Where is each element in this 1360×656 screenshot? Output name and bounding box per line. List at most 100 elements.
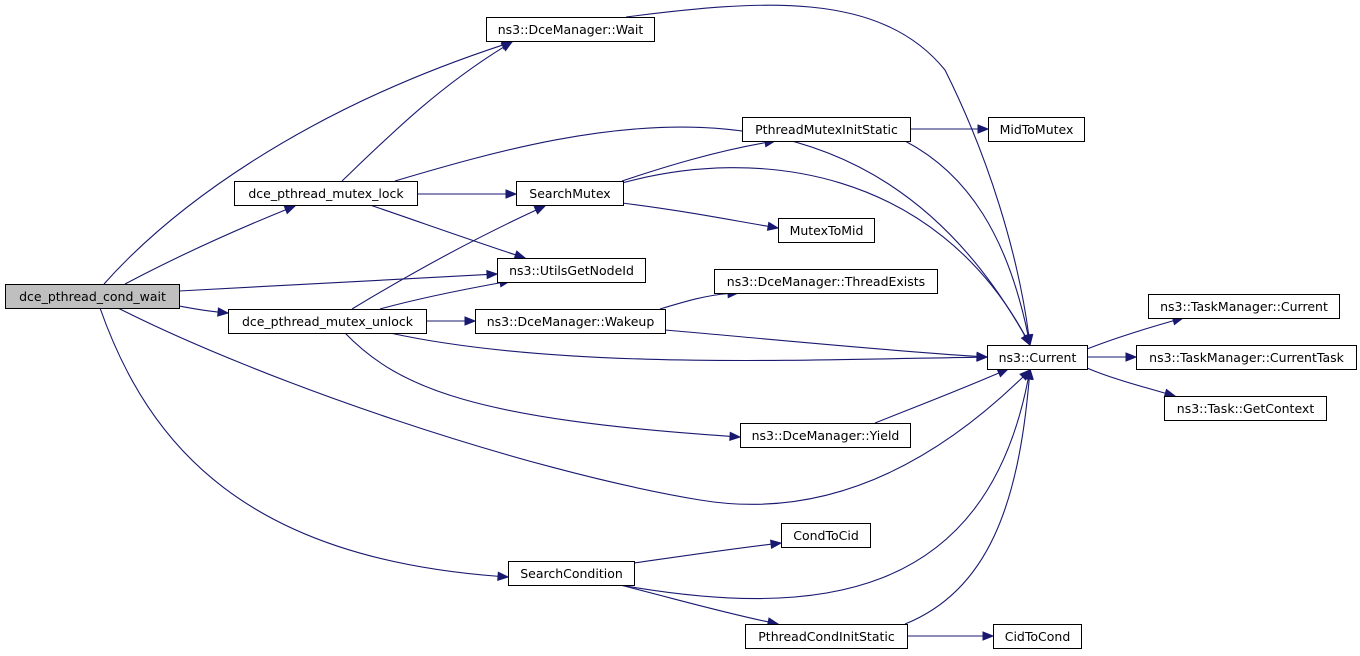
edge-n5-to-n11 xyxy=(621,167,1031,346)
edge-n6-to-n10 xyxy=(659,292,739,310)
node-label: dce_pthread_mutex_lock xyxy=(248,186,404,201)
edge-n0-to-n2 xyxy=(124,205,296,285)
edge-n6-to-n11 xyxy=(664,329,988,358)
arrowhead-n11-to-n13 xyxy=(1125,352,1138,362)
node-ns3-current[interactable]: ns3::Current xyxy=(987,345,1088,370)
node-midtomutex[interactable]: MidToMutex xyxy=(988,117,1085,142)
node-ns3-taskmanager-currenttask[interactable]: ns3::TaskManager::CurrentTask xyxy=(1136,345,1357,370)
edge-n2-to-n3 xyxy=(369,204,526,259)
node-ns3-dcemanager-yield[interactable]: ns3::DceManager::Yield xyxy=(740,423,911,448)
node-box xyxy=(228,309,427,334)
node-label: MidToMutex xyxy=(1000,122,1074,137)
node-label: ns3::DceManager::Wait xyxy=(498,22,644,37)
arrowhead-n7-to-n11 xyxy=(1023,333,1033,347)
arrowhead-n0-to-n4 xyxy=(217,307,230,317)
arrowhead-n5-to-n9 xyxy=(766,221,780,231)
node-label: ns3::Current xyxy=(999,350,1077,365)
node-dce-pthread-mutex-lock[interactable]: dce_pthread_mutex_lock xyxy=(234,181,418,206)
node-box xyxy=(740,423,911,448)
edge-n17-to-n11 xyxy=(619,368,1031,600)
node-box xyxy=(1148,294,1340,319)
node-dce-pthread-mutex-unlock[interactable]: dce_pthread_mutex_unlock xyxy=(228,309,427,334)
node-ns3-task-getcontext[interactable]: ns3::Task::GetContext xyxy=(1164,396,1327,421)
node-mutextomid[interactable]: MutexToMid xyxy=(778,218,875,243)
node-box xyxy=(516,181,624,206)
edge-n17-to-n18 xyxy=(619,584,779,625)
node-box xyxy=(987,345,1088,370)
arrowhead-n15-to-n11 xyxy=(996,368,1010,378)
node-label: PthreadCondInitStatic xyxy=(758,629,895,644)
node-label: ns3::TaskManager::CurrentTask xyxy=(1149,350,1344,365)
node-box xyxy=(1136,345,1357,370)
node-box xyxy=(486,17,655,42)
node-box xyxy=(234,181,418,206)
node-searchmutex[interactable]: SearchMutex xyxy=(516,181,624,206)
edge-n17-to-n16 xyxy=(633,542,782,564)
edge-n7-to-n11 xyxy=(904,140,1031,346)
node-label: SearchMutex xyxy=(529,186,610,201)
edge-n0-to-n4 xyxy=(178,305,229,314)
node-box xyxy=(714,269,938,294)
edge-n0-to-n17 xyxy=(99,307,509,578)
node-dce-pthread-cond-wait[interactable]: dce_pthread_cond_wait xyxy=(5,284,180,309)
arrowhead-n7-to-n8 xyxy=(977,124,990,134)
edge-n4-to-n11 xyxy=(389,332,988,362)
arrowhead-n18-to-n11 xyxy=(1024,367,1034,380)
node-label: dce_pthread_mutex_unlock xyxy=(242,314,414,329)
edge-n4-to-n5 xyxy=(351,205,546,310)
node-searchcondition[interactable]: SearchCondition xyxy=(508,561,635,586)
arrowhead-n17-to-n16 xyxy=(770,539,783,549)
edge-n0-to-n11 xyxy=(117,307,1031,505)
node-label: MutexToMid xyxy=(790,223,864,238)
node-ns3-dcemanager-wait[interactable]: ns3::DceManager::Wait xyxy=(486,17,655,42)
node-condtocid[interactable]: CondToCid xyxy=(781,523,871,548)
node-box xyxy=(778,218,875,243)
arrowhead-n18-to-n19 xyxy=(982,631,995,641)
arrowhead-n0-to-n17 xyxy=(497,571,510,581)
node-ns3-taskmanager-current[interactable]: ns3::TaskManager::Current xyxy=(1148,294,1340,319)
edge-n11-to-n14 xyxy=(1086,367,1176,397)
edge-n18-to-n11 xyxy=(904,368,1031,625)
arrowhead-n4-to-n6 xyxy=(464,316,477,326)
edge-n5-to-n9 xyxy=(621,202,779,229)
node-box xyxy=(508,561,635,586)
arrowhead-n4-to-n15 xyxy=(729,431,742,442)
node-pthreadcondinitstatic[interactable]: PthreadCondInitStatic xyxy=(745,624,908,649)
node-label: CondToCid xyxy=(793,528,859,543)
arrowhead-n0-to-n2 xyxy=(283,205,297,215)
node-label: ns3::UtilsGetNodeId xyxy=(509,263,634,278)
edge-n0-to-n1 xyxy=(103,41,513,285)
node-label: ns3::DceManager::Wakeup xyxy=(487,314,655,329)
node-label: dce_pthread_cond_wait xyxy=(19,289,166,304)
node-label: ns3::DceManager::Yield xyxy=(752,428,900,443)
node-box xyxy=(475,309,666,334)
node-label: ns3::DceManager::ThreadExists xyxy=(727,274,925,289)
node-box xyxy=(993,624,1082,649)
edge-n1-to-n11 xyxy=(625,4,1031,346)
node-label: PthreadMutexInitStatic xyxy=(755,122,898,137)
edge-n4-to-n3 xyxy=(379,280,511,310)
node-ns3-dcemanager-threadexists[interactable]: ns3::DceManager::ThreadExists xyxy=(714,269,938,294)
arrowhead-n2-to-n1 xyxy=(500,41,514,52)
node-pthreadmutexinitstatic[interactable]: PthreadMutexInitStatic xyxy=(742,117,911,142)
arrowhead-n2-to-n3 xyxy=(513,250,527,260)
arrowhead-n0-to-n3 xyxy=(486,269,499,280)
edge-n0-to-n3 xyxy=(178,273,498,292)
edge-n2-to-n1 xyxy=(341,41,513,182)
edge-n4-to-n15 xyxy=(344,332,741,438)
arrowhead-n2-to-n5 xyxy=(505,189,518,199)
node-ns3-utilsgetnodeid[interactable]: ns3::UtilsGetNodeId xyxy=(497,258,646,283)
node-box xyxy=(988,117,1085,142)
arrowhead-n6-to-n11 xyxy=(976,351,989,362)
arrowhead-n11-to-n14 xyxy=(1163,388,1177,398)
node-label: ns3::Task::GetContext xyxy=(1177,401,1315,416)
node-label: SearchCondition xyxy=(520,566,623,581)
node-box xyxy=(781,523,871,548)
node-box xyxy=(497,258,646,283)
node-box xyxy=(5,284,180,309)
edges xyxy=(99,4,1185,641)
node-ns3-dcemanager-wakeup[interactable]: ns3::DceManager::Wakeup xyxy=(475,309,666,334)
node-cidtocond[interactable]: CidToCond xyxy=(993,624,1082,649)
node-box xyxy=(742,117,911,142)
